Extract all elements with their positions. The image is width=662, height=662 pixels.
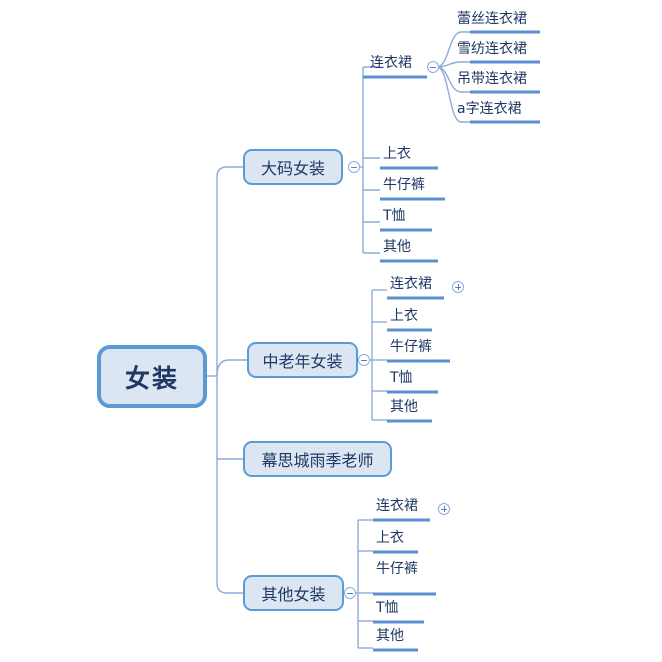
leaf-label-zhonglaonian-txu[interactable]: T恤: [390, 370, 413, 386]
leaf-label-diaodai-lianyiqun[interactable]: 吊带连衣裙: [457, 71, 527, 87]
leaf-label-qita-lianyiqun[interactable]: 连衣裙: [376, 498, 418, 514]
leaf-label-xuefang-lianyiqun[interactable]: 雪纺连衣裙: [457, 41, 527, 57]
collapse-toggle-qita-nvzhuang[interactable]: [344, 587, 356, 599]
leaf-label-zhonglaonian-niuzaiku[interactable]: 牛仔裤: [390, 339, 432, 355]
root-node[interactable]: 女装: [97, 345, 207, 408]
leaf-label-zhonglaonian-qita[interactable]: 其他: [390, 399, 418, 415]
collapse-toggle-dama-nvzhuang[interactable]: [348, 161, 360, 173]
leaf-label-dama-niuzaiku[interactable]: 牛仔裤: [383, 177, 425, 193]
branch-node-qita-nvzhuang[interactable]: 其他女装: [243, 575, 344, 611]
leaf-label-zhonglaonian-shangyi[interactable]: 上衣: [390, 308, 418, 324]
leaf-label-leisi-lianyiqun[interactable]: 蕾丝连衣裙: [457, 11, 527, 27]
leaf-label-zhonglaonian-lianyiqun[interactable]: 连衣裙: [390, 276, 432, 292]
branch-node-musicheng-yuji-laoshi[interactable]: 幕思城雨季老师: [243, 441, 392, 477]
leaf-label-qita-txu[interactable]: T恤: [376, 600, 399, 616]
leaf-label-qita-shangyi[interactable]: 上衣: [376, 530, 404, 546]
leaf-label-dama-qita[interactable]: 其他: [383, 239, 411, 255]
leaf-label-qita-qita[interactable]: 其他: [376, 628, 404, 644]
leaf-label-dama-shangyi[interactable]: 上衣: [383, 146, 411, 162]
collapse-toggle-zhonglaonian-nvzhuang[interactable]: [358, 354, 370, 366]
branch-node-dama-nvzhuang[interactable]: 大码女装: [243, 149, 343, 185]
expand-toggle-zhonglaonian-lianyiqun[interactable]: [452, 281, 464, 293]
branch-node-zhonglaonian-nvzhuang[interactable]: 中老年女装: [247, 342, 358, 378]
expand-toggle-qita-lianyiqun[interactable]: [438, 503, 450, 515]
collapse-toggle-dama-lianyiqun[interactable]: [427, 61, 439, 73]
leaf-label-dama-txu[interactable]: T恤: [383, 208, 406, 224]
leaf-label-qita-niuzaiku[interactable]: 牛仔裤: [376, 561, 418, 577]
node-label-dama-lianyiqun[interactable]: 连衣裙: [370, 55, 412, 71]
leaf-label-azi-lianyiqun[interactable]: a字连衣裙: [457, 101, 522, 117]
